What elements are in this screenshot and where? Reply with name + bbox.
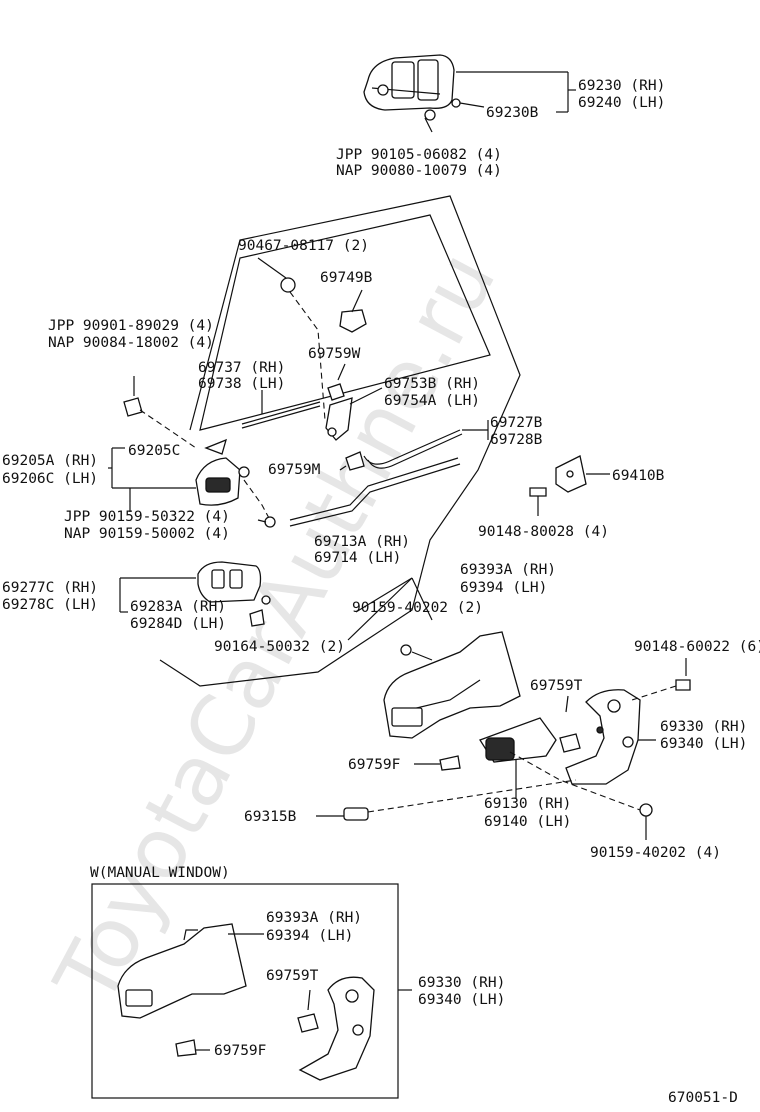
door-frame [159, 195, 521, 687]
inset-door-lock-69330 [298, 976, 375, 1081]
label-jpp-90159: JPP 90159-50322 (4) [64, 509, 230, 525]
label-69759F: 69759F [348, 757, 400, 773]
label-69315B: 69315B [244, 809, 297, 825]
label-69759M: 69759M [268, 462, 321, 478]
rod-69737 [241, 401, 321, 425]
label-69759W: 69759W [308, 346, 361, 362]
inset-label-69393A-rh: 69393A (RH) [266, 910, 362, 926]
screw-90148-60022 [675, 658, 691, 691]
label-69754A-lh: 69754A (LH) [384, 393, 480, 409]
screw-90901 [123, 376, 143, 417]
label-69330-rh: 69330 (RH) [660, 719, 747, 735]
clip-69759W [327, 363, 346, 401]
bellcrank-69753B [325, 387, 383, 441]
label-69713A-rh: 69713A (RH) [314, 534, 410, 550]
label-jpp-90105: JPP 90105-06082 (4) [336, 147, 502, 163]
lock-cylinder-69130 [479, 717, 557, 763]
label-69284D-lh: 69284D (LH) [130, 616, 226, 632]
label-nap-90084: NAP 90084-18002 (4) [48, 335, 214, 351]
clip-90467 [257, 257, 296, 293]
screw-90159-40202 [400, 644, 433, 661]
label-jpp-90901: JPP 90901-89029 (4) [48, 318, 214, 334]
label-69205A-rh: 69205A (RH) [2, 453, 98, 469]
label-69140-lh: 69140 (LH) [484, 814, 571, 830]
label-69340-lh: 69340 (LH) [660, 736, 747, 752]
clip-69759M [339, 451, 365, 471]
inset-label-69394-lh: 69394 (LH) [266, 928, 353, 944]
label-69283A-rh: 69283A (RH) [130, 599, 226, 615]
label-69206C-lh: 69206C (LH) [2, 471, 98, 487]
label-69749B: 69749B [320, 270, 373, 286]
watermark-text: ToyotaCarAuthne.ru [36, 236, 515, 1020]
guide-dash-upper [289, 291, 326, 421]
screw-90164 [249, 595, 271, 627]
label-69714-lh: 69714 (LH) [314, 550, 401, 566]
inset-label-69759F: 69759F [214, 1043, 266, 1059]
label-69728B: 69728B [490, 432, 543, 448]
inset-box [91, 883, 399, 1099]
screw-90159-50322 [257, 516, 276, 528]
label-nap-90080: NAP 90080-10079 (4) [336, 163, 502, 179]
label-69759T: 69759T [530, 678, 583, 694]
clip-69205C [204, 438, 227, 455]
label-69278C-lh: 69278C (LH) [2, 597, 98, 613]
inset-clip-69759T [297, 989, 319, 1033]
door-lock-69330 [565, 689, 641, 785]
label-90148-80028: 90148-80028 (4) [478, 524, 609, 540]
label-69410B: 69410B [612, 468, 665, 484]
clip-69759T [559, 733, 581, 753]
rod-69713A [289, 457, 459, 521]
label-69240-lh: 69240 (LH) [578, 95, 665, 111]
bezel-69277C [197, 561, 262, 603]
bracket-69410B [555, 455, 587, 493]
screw-90159-40202-b [639, 803, 653, 840]
bracket-69393A [383, 631, 521, 739]
label-90148-60022: 90148-60022 (6) [634, 639, 760, 655]
label-69737-rh: 69737 (RH) [198, 360, 285, 376]
leader-69230B [459, 102, 485, 108]
clip-69759F [439, 755, 461, 771]
label-69727B: 69727B [490, 415, 543, 431]
label-90467: 90467-08117 (2) [238, 238, 369, 254]
label-69394-lh: 69394 (LH) [460, 580, 547, 596]
inset-title: W(MANUAL WINDOW) [90, 865, 230, 881]
diagram-code: 670051-D [668, 1090, 738, 1106]
inset-label-69340-lh: 69340 (LH) [418, 992, 505, 1008]
label-69393A-rh: 69393A (RH) [460, 562, 556, 578]
label-69277C-rh: 69277C (RH) [2, 580, 98, 596]
rod-69315B [343, 807, 369, 821]
label-nap-90159: NAP 90159-50002 (4) [64, 526, 230, 542]
inset-label-69759T: 69759T [266, 968, 319, 984]
inset-clip-69759F [175, 1039, 197, 1057]
inset-bracket-69393A [117, 923, 247, 1019]
clip-69749B [339, 289, 367, 333]
label-90159-40202-b: 90159-40202 (4) [590, 845, 721, 861]
label-69230B: 69230B [486, 105, 539, 121]
label-69753B-rh: 69753B (RH) [384, 376, 480, 392]
label-90164: 90164-50032 (2) [214, 639, 345, 655]
label-69130-rh: 69130 (RH) [484, 796, 571, 812]
screw-90148-80028 [529, 487, 547, 516]
inside-handle-69205A [195, 457, 250, 506]
label-69738-lh: 69738 (LH) [198, 376, 285, 392]
label-69230-rh: 69230 (RH) [578, 78, 665, 94]
label-90159-40202-a: 90159-40202 (2) [352, 600, 483, 616]
inset-label-69330-rh: 69330 (RH) [418, 975, 505, 991]
rod-69727B [363, 429, 461, 465]
labels: 69230 (RH) 69240 (LH) 69230B JPP 90105-0… [2, 78, 760, 1106]
outside-handle-assembly [363, 54, 461, 133]
leader-69759T [565, 695, 569, 713]
label-69205C: 69205C [128, 443, 180, 459]
